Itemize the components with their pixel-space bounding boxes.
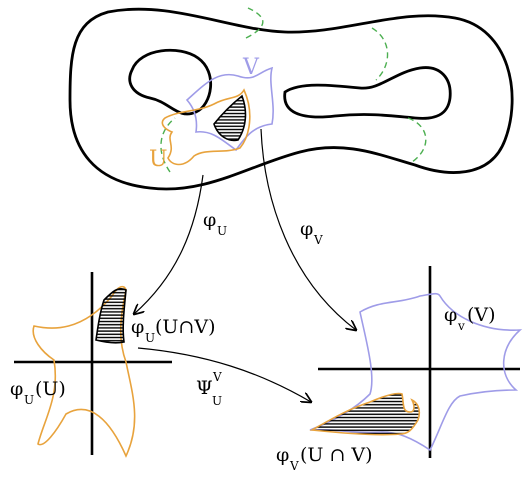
- left-hole: [128, 48, 213, 116]
- arrow-phi-u: [134, 174, 204, 314]
- image-v-base: φ: [444, 304, 457, 326]
- image-u-int-sub: U: [145, 331, 155, 345]
- chart-v-plane: φ v (V) φ V (U ∩ V): [276, 266, 523, 473]
- image-v-arg: (V): [467, 304, 496, 326]
- image-u-intersection: [95, 287, 127, 344]
- phi-v-sub: V: [313, 233, 323, 247]
- set-u-region: [161, 88, 251, 166]
- label-image-u: φ U (U): [10, 378, 66, 407]
- label-set-v: V: [242, 55, 260, 80]
- right-hole: [283, 66, 452, 120]
- label-image-u-intersection: φ U (U∩V): [131, 316, 215, 345]
- seam-right-top: [371, 27, 389, 81]
- surface-outline: [68, 7, 514, 191]
- chart-u-plane: φ U (U∩V) φ U (U): [10, 272, 215, 458]
- label-set-u: U: [149, 147, 168, 172]
- seam-top: [245, 7, 264, 39]
- image-u-sub: U: [24, 393, 34, 407]
- phi-v-base: φ: [300, 218, 313, 240]
- transition-sub: U: [212, 394, 222, 408]
- label-phi-u: φ U: [203, 209, 227, 238]
- seam-left: [160, 117, 176, 173]
- arrow-transition: [137, 347, 311, 402]
- label-image-v-intersection: φ V (U ∩ V): [276, 444, 373, 473]
- image-u-arg: (U): [35, 378, 66, 400]
- image-u-int-arg: (U∩V): [155, 316, 215, 338]
- label-transition: Ψ V U: [196, 370, 222, 408]
- image-u-int-base: φ: [131, 316, 144, 338]
- manifold-surface: V U: [68, 7, 514, 191]
- image-v-intersection: [309, 392, 421, 436]
- seam-right-bottom: [407, 117, 427, 163]
- transition-base: Ψ: [196, 377, 213, 399]
- image-v-int-base: φ: [276, 444, 289, 466]
- chart-maps: φ U φ V Ψ V U: [134, 128, 356, 408]
- intersection-region: [213, 94, 247, 142]
- phi-u-sub: U: [217, 224, 227, 238]
- image-v-int-arg: (U ∩ V): [300, 444, 373, 466]
- label-phi-v: φ V: [300, 218, 323, 247]
- image-u-base: φ: [10, 378, 23, 400]
- arrow-phi-v: [260, 128, 356, 330]
- set-v-region: [185, 66, 274, 152]
- transition-sup: V: [212, 370, 222, 384]
- image-v-int-sub: V: [289, 459, 299, 473]
- phi-u-base: φ: [203, 209, 216, 231]
- image-v-sub: v: [457, 319, 465, 333]
- label-image-v: φ v (V): [444, 304, 496, 333]
